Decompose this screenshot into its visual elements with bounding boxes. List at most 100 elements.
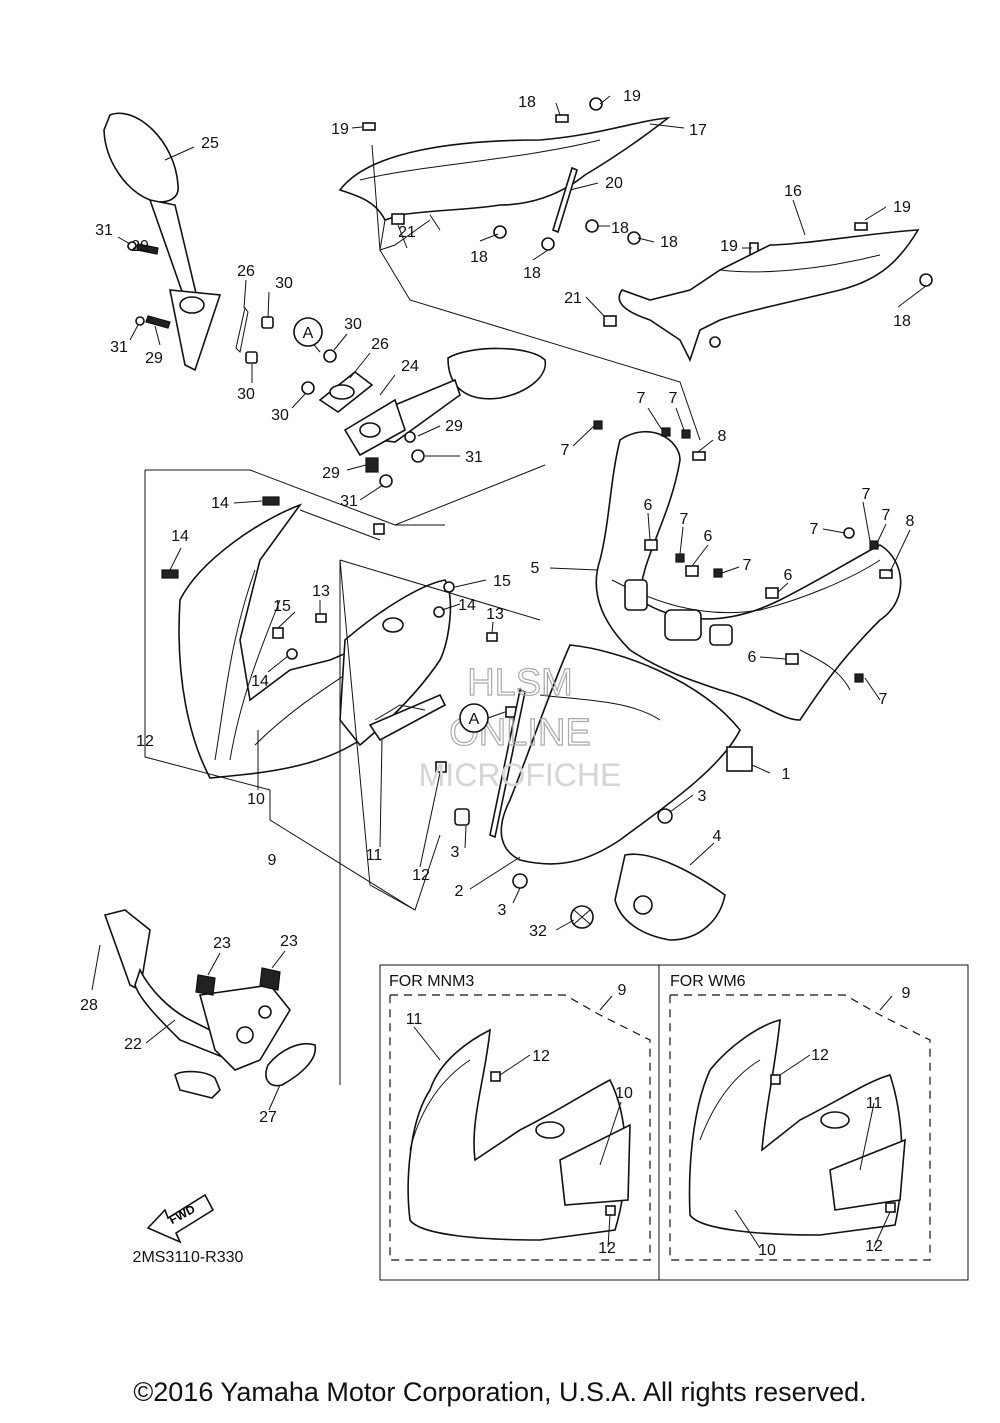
callout-19-b: 19 — [893, 199, 911, 216]
cushion-30c — [323, 349, 337, 363]
callout-30-a: 30 — [275, 275, 293, 292]
callout-7-f: 7 — [810, 521, 819, 538]
callout-11-mnm3: 11 — [406, 1011, 423, 1028]
reference-a-upper: A — [293, 317, 323, 347]
callout-23-b: 23 — [280, 933, 298, 950]
callout-19-a: 19 — [331, 121, 349, 138]
callout-6-d: 6 — [748, 649, 757, 666]
callout-7-e: 7 — [862, 486, 871, 503]
fastener-4 — [633, 895, 653, 915]
cowling-side-11 — [339, 579, 452, 747]
inset-mnm3-title: FOR MNM3 — [389, 973, 474, 990]
bolts-left — [127, 241, 171, 329]
callout-12-wm6-b: 12 — [865, 1238, 883, 1255]
callout-4: 4 — [713, 828, 722, 845]
label-1 — [726, 746, 753, 772]
callout-9-wm6: 9 — [902, 985, 911, 1002]
grommets-3 — [454, 808, 673, 889]
callout-30-c: 30 — [344, 316, 362, 333]
callout-28: 28 — [80, 997, 98, 1014]
callout-9-a: 9 — [268, 852, 277, 869]
nuts-6 — [644, 539, 799, 665]
callout-7-g: 7 — [882, 507, 891, 524]
callout-29-a: 29 — [131, 238, 149, 255]
callout-6-c: 6 — [784, 567, 793, 584]
callout-12-wm6-a: 12 — [811, 1047, 829, 1064]
clip-8b — [879, 569, 893, 579]
inner-panel-16 — [618, 229, 920, 363]
seal-strip — [489, 688, 526, 839]
callout-29-c: 29 — [445, 418, 463, 435]
callout-12-mnm3-a: 12 — [532, 1048, 550, 1065]
callout-23-a: 23 — [213, 935, 231, 952]
fwd-arrow — [146, 1193, 215, 1244]
callout-11-a: 11 — [366, 847, 383, 864]
clip-8a — [692, 451, 706, 461]
callout-30-d: 30 — [271, 407, 289, 424]
callout-31-c: 31 — [465, 449, 483, 466]
nut-21a — [391, 213, 405, 225]
callout-18-a-label19: 18 — [518, 94, 536, 111]
leader-lines — [91, 95, 927, 1249]
callout-labels: 19 18 19 17 25 20 16 19 31 29 21 18 18 1… — [80, 88, 914, 1259]
cowling-body-5 — [595, 430, 902, 721]
callout-10-wm6: 10 — [758, 1242, 776, 1259]
mirror-right — [318, 347, 547, 457]
reference-a-lower: A — [459, 703, 489, 733]
callout-1: 1 — [782, 766, 791, 783]
mirror-left — [103, 112, 222, 372]
callout-20: 20 — [605, 175, 623, 192]
callout-13-a: 13 — [312, 583, 330, 600]
inset-wm6-drawing — [688, 1018, 906, 1236]
inset-wm6-title: FOR WM6 — [670, 973, 746, 990]
callout-31-b: 31 — [110, 339, 128, 356]
callout-10-mnm3: 10 — [615, 1085, 633, 1102]
bracket-27 — [265, 1043, 316, 1087]
callout-25: 25 — [201, 135, 219, 152]
watermark-line3: MICROFICHE — [419, 757, 622, 793]
callout-29-d: 29 — [322, 465, 340, 482]
watermark: HLSM ONLINE MICROFICHE — [419, 661, 622, 793]
callout-17: 17 — [689, 122, 707, 139]
callout-3-c: 3 — [498, 902, 507, 919]
callout-A-upper: A — [303, 325, 314, 342]
callout-26-a: 26 — [237, 263, 255, 280]
screws-7 — [593, 420, 879, 683]
callout-29-b: 29 — [145, 350, 163, 367]
watermark-line1: HLSM — [467, 662, 573, 704]
inset-frame — [379, 964, 969, 1281]
callout-A-lower: A — [469, 711, 480, 728]
cushion-30b — [245, 351, 258, 364]
callout-16: 16 — [784, 183, 802, 200]
callout-3-b: 3 — [451, 844, 460, 861]
washer-29 — [404, 431, 416, 443]
callout-31-a: 31 — [95, 222, 113, 239]
callout-6-b: 6 — [704, 528, 713, 545]
callout-9-mnm3: 9 — [618, 982, 627, 999]
callout-14-b: 14 — [171, 528, 189, 545]
inner-panel-17 — [338, 117, 671, 251]
callout-18-e: 18 — [611, 220, 629, 237]
fastener-32 — [570, 905, 594, 929]
callout-15-b: 15 — [273, 598, 291, 615]
windshield-2 — [500, 644, 753, 865]
callout-12-mnm3-b: 12 — [598, 1240, 616, 1257]
inset-mnm3-drawing — [407, 1028, 631, 1241]
cushion-30a — [261, 316, 274, 329]
callout-13-b: 13 — [486, 606, 504, 623]
callout-14-a: 14 — [211, 495, 229, 512]
callout-7-c: 7 — [561, 442, 570, 459]
cushion-30d — [301, 381, 315, 395]
washer-31 — [411, 449, 425, 463]
gasket-left — [235, 306, 249, 354]
callout-18-b: 19 — [623, 88, 641, 105]
callout-12-a: 12 — [136, 733, 154, 750]
callout-27: 27 — [259, 1109, 277, 1126]
callout-26-b: 26 — [371, 336, 389, 353]
callout-14-d: 14 — [251, 673, 269, 690]
callout-6-a: 6 — [644, 497, 653, 514]
callout-7-i: 7 — [879, 691, 888, 708]
callout-7-d: 7 — [680, 511, 689, 528]
callout-15-a: 15 — [493, 573, 511, 590]
callout-12-b: 12 — [412, 867, 430, 884]
